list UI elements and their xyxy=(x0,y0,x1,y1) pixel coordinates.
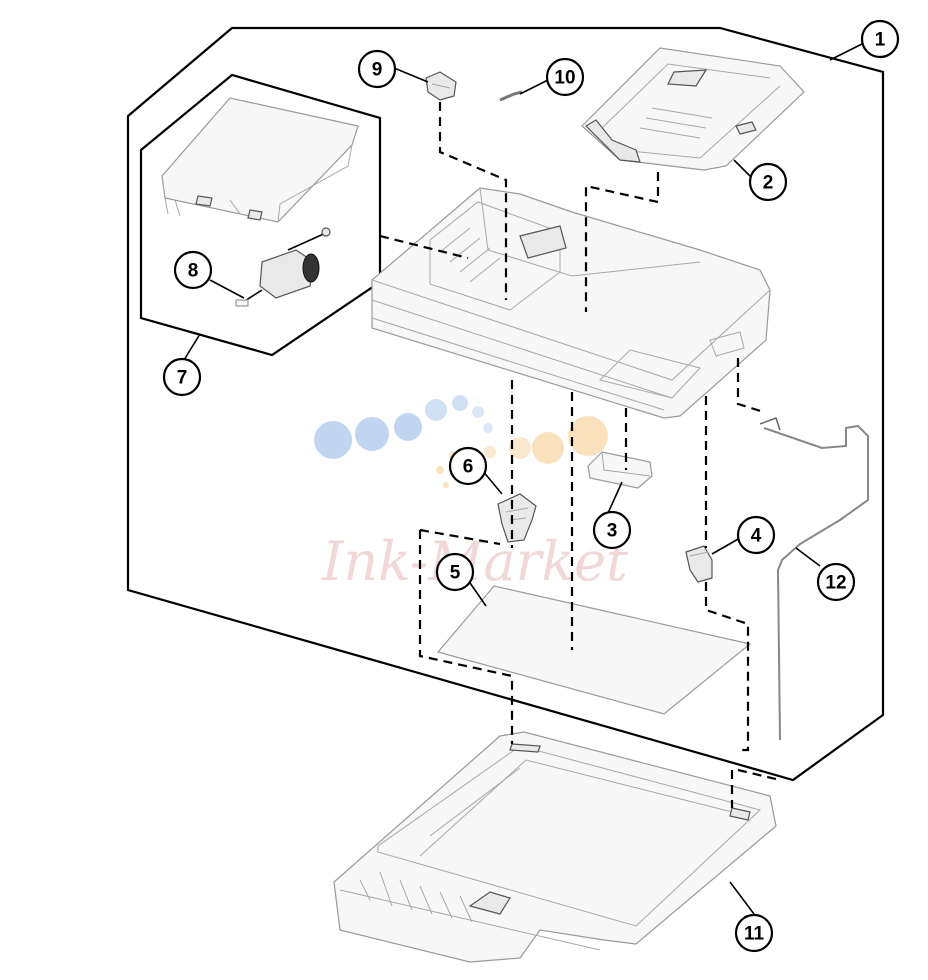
svg-text:3: 3 xyxy=(607,521,618,542)
assembly-lines xyxy=(379,102,781,808)
callout-12: 12 xyxy=(816,562,856,602)
callout-10: 10 xyxy=(545,57,585,97)
input-tray-part xyxy=(581,47,805,171)
flat-cable-part xyxy=(499,90,523,102)
assembly-frame xyxy=(126,26,885,782)
callout-3: 3 xyxy=(592,510,632,550)
callout-5: 5 xyxy=(435,552,475,592)
svg-text:4: 4 xyxy=(751,526,762,547)
callout-4: 4 xyxy=(736,515,776,555)
pick-roller-part xyxy=(235,227,331,307)
svg-text:12: 12 xyxy=(825,573,846,594)
svg-text:5: 5 xyxy=(450,563,461,584)
adf-main-body xyxy=(371,187,771,419)
callout-8: 8 xyxy=(173,250,213,290)
callout-6: 6 xyxy=(448,446,488,486)
cable-12-part xyxy=(759,417,869,741)
callout-9: 9 xyxy=(357,49,397,89)
callout-11: 11 xyxy=(734,913,774,953)
svg-text:2: 2 xyxy=(763,173,774,194)
svg-text:1: 1 xyxy=(875,30,886,51)
hinge-bracket-4-part xyxy=(685,545,713,583)
callout-1: 1 xyxy=(860,19,900,59)
svg-text:11: 11 xyxy=(744,924,765,945)
watermark-dots xyxy=(314,395,608,488)
watermark: Ink-Market xyxy=(314,395,628,593)
svg-text:10: 10 xyxy=(554,68,575,89)
watermark-text: Ink-Market xyxy=(321,530,628,593)
callout-2: 2 xyxy=(748,162,788,202)
svg-text:6: 6 xyxy=(463,457,474,478)
svg-text:7: 7 xyxy=(177,368,188,389)
document-mat-part xyxy=(436,585,752,715)
svg-text:8: 8 xyxy=(188,261,199,282)
guide-bracket-part xyxy=(587,451,653,489)
pick-housing-part xyxy=(161,97,359,223)
svg-text:9: 9 xyxy=(372,60,383,81)
scanner-base-part xyxy=(333,731,777,963)
hinge-6-part xyxy=(497,493,537,543)
callout-7: 7 xyxy=(162,357,202,397)
latch-part xyxy=(425,71,457,101)
